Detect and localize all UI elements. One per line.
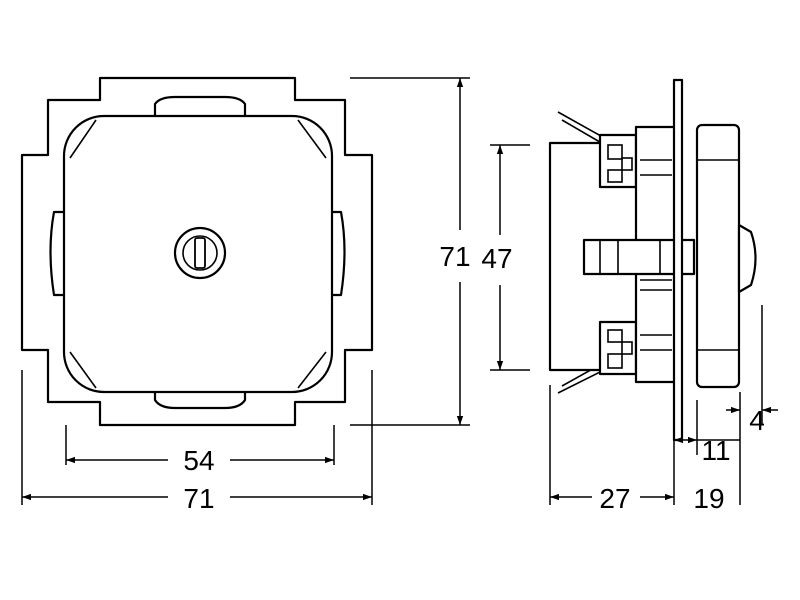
dim-front-width-inner: 54 bbox=[183, 445, 214, 476]
terminal-top bbox=[598, 133, 638, 189]
corner-line-bl bbox=[69, 351, 97, 389]
dim-side-body-height: 47 bbox=[481, 243, 512, 274]
dim-side-depth-knob: 4 bbox=[749, 405, 765, 436]
top-clip bbox=[153, 95, 247, 120]
terminal-bottom bbox=[598, 320, 638, 376]
side-view bbox=[548, 78, 757, 442]
dim-front-height-overall: 71 bbox=[439, 241, 470, 272]
corner-line-tr bbox=[297, 119, 327, 159]
corner-line-tl bbox=[69, 119, 97, 159]
dim-front-width-overall: 71 bbox=[183, 483, 214, 514]
corner-line-br bbox=[297, 351, 327, 389]
housing-ribs bbox=[640, 159, 672, 351]
dim-side-depth-total: 19 bbox=[693, 483, 724, 514]
cover-plate-side bbox=[695, 123, 741, 389]
lock-knob-side bbox=[737, 223, 757, 294]
shaft-segments bbox=[599, 240, 661, 274]
dim-side-depth-frame: 11 bbox=[701, 435, 730, 466]
lock-icon bbox=[173, 226, 227, 280]
front-view bbox=[20, 76, 374, 427]
top-spring-lower bbox=[561, 119, 606, 146]
mounting-plate-side bbox=[672, 78, 684, 442]
dimension-lines bbox=[21, 77, 778, 505]
dim-side-depth-body: 27 bbox=[599, 483, 630, 514]
left-clip bbox=[49, 210, 68, 297]
